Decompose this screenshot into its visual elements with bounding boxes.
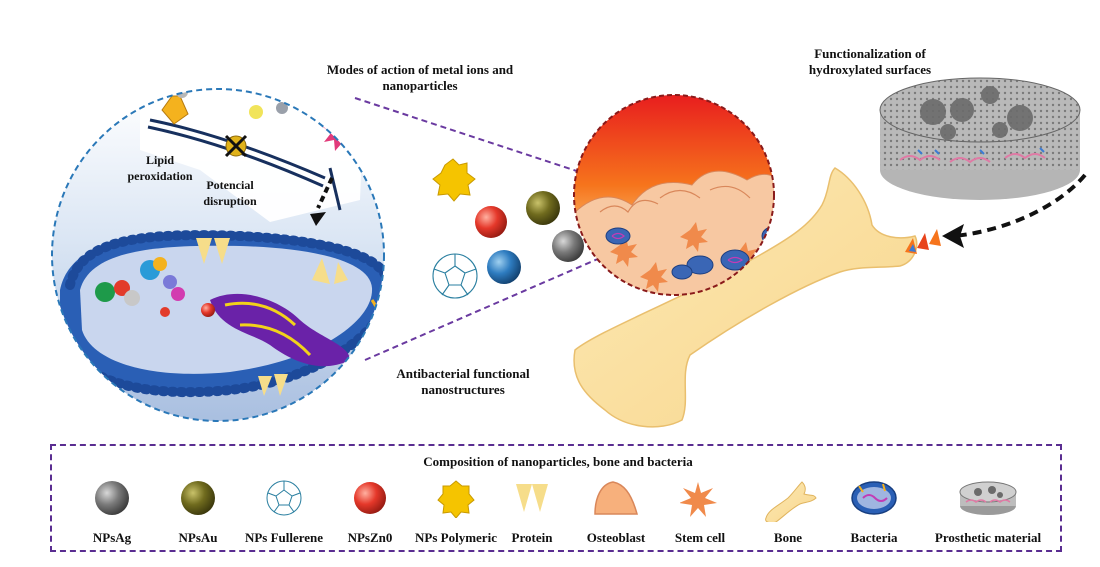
osteoblast-icon xyxy=(594,481,638,515)
lipid-peroxidation-label: Lipid peroxidation xyxy=(127,153,193,183)
floating-blue-np xyxy=(487,250,521,284)
legend-label: NPs Polymeric xyxy=(415,530,497,545)
fullerene-icon xyxy=(266,480,302,516)
legend-label: Bacteria xyxy=(850,530,898,545)
legend-title: Composition of nanoparticles, bone and b… xyxy=(423,454,693,469)
potencial-disruption-label: Potencial disruption xyxy=(203,178,257,208)
legend-item-prosthetic-material: Prosthetic material xyxy=(918,474,1058,548)
modes-of-action-label: Modes of action of metal ions and nanopa… xyxy=(326,62,514,93)
legend-item-nps-polymeric: NPs Polymeric xyxy=(396,474,516,548)
floating-fullerene-np xyxy=(432,253,478,299)
floating-ag-np xyxy=(552,230,584,262)
legend-label: Protein xyxy=(511,530,553,545)
legend-label: NPsAg xyxy=(92,530,132,545)
legend-item-npsau: NPsAu xyxy=(138,474,258,548)
legend-panel: Composition of nanoparticles, bone and b… xyxy=(50,444,1062,552)
bacteria-zoom-circle xyxy=(51,88,385,422)
legend-label: Bone xyxy=(773,530,803,545)
legend-item-bacteria: Bacteria xyxy=(814,474,934,548)
legend-item-osteoblast: Osteoblast xyxy=(556,474,676,548)
legend-item-npszn0: NPsZn0 xyxy=(310,474,430,548)
legend-item-npsag: NPsAg xyxy=(52,474,172,548)
legend-item-bone: Bone xyxy=(728,474,848,548)
prosthetic-material-icon xyxy=(959,481,1017,515)
floating-polymeric-np xyxy=(432,158,476,202)
legend-label: Prosthetic material xyxy=(934,530,1042,545)
flame-marks xyxy=(905,229,941,254)
polymeric-flower-icon xyxy=(437,480,475,518)
legend-label: NPsAu xyxy=(178,530,218,545)
connector-line-top xyxy=(354,97,599,179)
bacteria-icon xyxy=(851,481,897,515)
floating-au-np xyxy=(526,191,560,225)
legend-item-protein: Protein xyxy=(472,474,592,548)
legend-label: NPs Fullerene xyxy=(244,530,324,545)
connector-line-bottom xyxy=(364,244,631,361)
protein-icon xyxy=(516,484,548,512)
legend-item-nps-fullerene: NPs Fullerene xyxy=(224,474,344,548)
red-sphere-icon xyxy=(354,482,386,514)
ros-label: ROS xyxy=(332,124,350,133)
grey-sphere-icon xyxy=(95,481,129,515)
functionalization-label: Functionalization of hydroxylated surfac… xyxy=(808,46,932,77)
legend-label: Osteoblast xyxy=(586,530,646,545)
bone-icon xyxy=(765,481,817,522)
olive-sphere-icon xyxy=(181,481,215,515)
stem-cell-icon xyxy=(680,482,717,517)
prosthetic-disc xyxy=(879,77,1081,200)
floating-zno-np xyxy=(475,206,507,238)
floating-nanoparticles xyxy=(432,158,584,299)
legend-label: NPsZn0 xyxy=(347,530,393,545)
bone-interface-circle xyxy=(573,94,775,296)
dashed-arrow xyxy=(954,173,1087,238)
legend-item-stem-cell: Stem cell xyxy=(640,474,760,548)
antibacterial-label: Antibacterial functional nanostructures xyxy=(396,366,530,397)
legend-label: Stem cell xyxy=(674,530,726,545)
